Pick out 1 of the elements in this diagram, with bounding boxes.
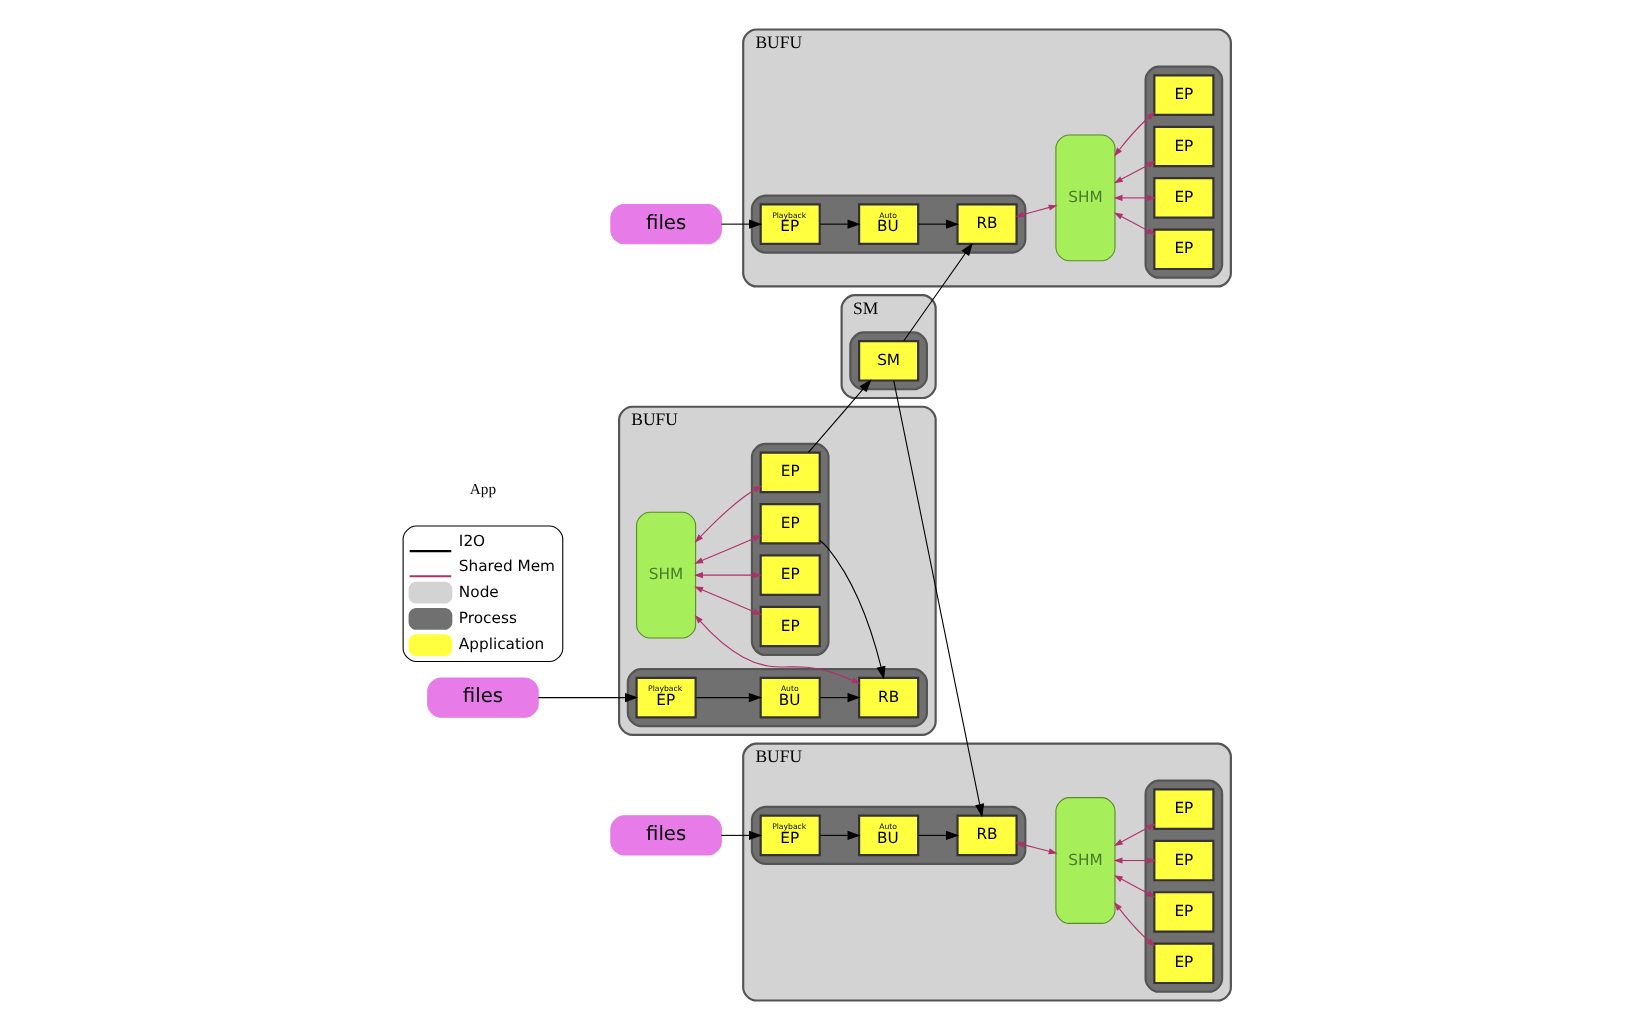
label: App xyxy=(468,479,496,498)
